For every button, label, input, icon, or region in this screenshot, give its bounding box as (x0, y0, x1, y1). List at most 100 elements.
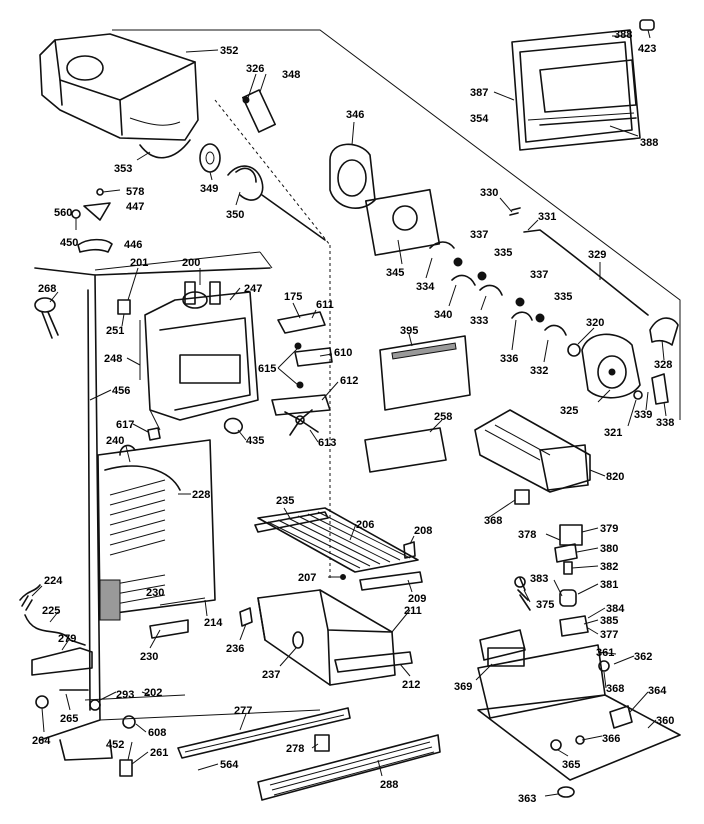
callout-211: 211 (404, 605, 422, 617)
callout-200: 200 (182, 257, 200, 269)
callout-228: 228 (192, 489, 210, 501)
callout-224: 224 (44, 575, 63, 587)
callout-288: 288 (380, 779, 398, 791)
callout-456: 456 (112, 385, 130, 397)
callout-360: 360 (656, 715, 674, 727)
callout-612: 612 (340, 375, 358, 387)
callout-387: 387 (470, 87, 488, 99)
callout-264: 264 (32, 735, 51, 747)
callout-361: 361 (596, 647, 614, 659)
callout-379: 379 (600, 523, 618, 535)
callout-564: 564 (220, 759, 239, 771)
callout-375: 375 (536, 599, 554, 611)
callout-382: 382 (600, 561, 618, 573)
callout-352: 352 (220, 45, 238, 57)
callout-615: 615 (258, 363, 276, 375)
callout-447: 447 (126, 201, 144, 213)
callout-248: 248 (104, 353, 122, 365)
callout-350: 350 (226, 209, 244, 221)
freezer-basket (239, 589, 413, 686)
callout-leaders (31, 29, 667, 797)
callout-446: 446 (124, 239, 142, 251)
callout-332: 332 (530, 365, 548, 377)
callout-330: 330 (480, 187, 498, 199)
callout-368: 368 (606, 683, 624, 695)
callout-423: 423 (638, 43, 656, 55)
shelf-wires (267, 511, 411, 569)
freezer-shelf (254, 507, 423, 591)
callout-175: 175 (284, 291, 302, 303)
callout-345: 345 (386, 267, 404, 279)
callout-328: 328 (654, 359, 672, 371)
callout-209: 209 (408, 593, 426, 605)
control-panels (364, 335, 471, 473)
callout-365: 365 (562, 759, 580, 771)
small-hardware-left (71, 188, 121, 253)
callout-247: 247 (244, 283, 262, 295)
thermostat-268 (34, 297, 59, 339)
callout-578: 578 (126, 186, 144, 198)
callout-225: 225 (42, 605, 60, 617)
callout-384: 384 (606, 603, 625, 615)
callout-251: 251 (106, 325, 124, 337)
callout-321: 321 (604, 427, 622, 439)
damper-assembly (567, 317, 679, 405)
callout-353: 353 (114, 163, 132, 175)
callout-230: 230 (146, 587, 164, 599)
callout-277: 277 (234, 705, 252, 717)
callout-237: 237 (262, 669, 280, 681)
callout-378: 378 (518, 529, 536, 541)
compressor-compartment (477, 629, 681, 798)
callout-337: 337 (470, 229, 488, 241)
evaporator-fan-housing (139, 281, 259, 435)
callout-320: 320 (586, 317, 604, 329)
dispenser-door (511, 19, 655, 151)
callout-617: 617 (116, 419, 134, 431)
callout-202: 202 (144, 687, 162, 699)
callout-354: 354 (470, 113, 489, 125)
grille-slots (269, 741, 435, 796)
callout-388: 388 (614, 29, 632, 41)
callout-268: 268 (38, 283, 56, 295)
callout-206: 206 (356, 519, 374, 531)
callout-258: 258 (434, 411, 452, 423)
callout-613: 613 (318, 437, 336, 449)
callout-383: 383 (530, 573, 548, 585)
callout-452: 452 (106, 739, 124, 751)
callout-346: 346 (346, 109, 364, 121)
callout-331: 331 (538, 211, 556, 223)
callout-820: 820 (606, 471, 624, 483)
callout-366: 366 (602, 733, 620, 745)
ice-maker (474, 409, 591, 505)
auger-assembly (199, 89, 376, 241)
callout-201: 201 (130, 257, 148, 269)
callout-207: 207 (298, 572, 316, 584)
callout-560: 560 (54, 207, 72, 219)
callout-339: 339 (634, 409, 652, 421)
callout-388: 388 (640, 137, 658, 149)
bottom-assembly (35, 689, 441, 801)
linkage-parts (364, 188, 649, 336)
callout-235: 235 (276, 495, 294, 507)
callout-368: 368 (484, 515, 502, 527)
callout-363: 363 (518, 793, 536, 805)
callout-337: 337 (530, 269, 548, 281)
callout-278: 278 (286, 743, 304, 755)
drain-parts (19, 584, 189, 676)
callout-214: 214 (204, 617, 223, 629)
callout-338: 338 (656, 417, 674, 429)
callout-325: 325 (560, 405, 578, 417)
ice-bucket (39, 33, 199, 159)
callout-381: 381 (600, 579, 618, 591)
callout-279: 279 (58, 633, 76, 645)
callout-608: 608 (148, 727, 166, 739)
callout-240: 240 (106, 435, 124, 447)
callout-380: 380 (600, 543, 618, 555)
exploded-view-guide-lines (94, 29, 681, 580)
callout-335: 335 (494, 247, 512, 259)
water-valve-parts (514, 524, 589, 637)
callout-333: 333 (470, 315, 488, 327)
fan-motor-parts (271, 311, 333, 436)
callout-293: 293 (116, 689, 134, 701)
